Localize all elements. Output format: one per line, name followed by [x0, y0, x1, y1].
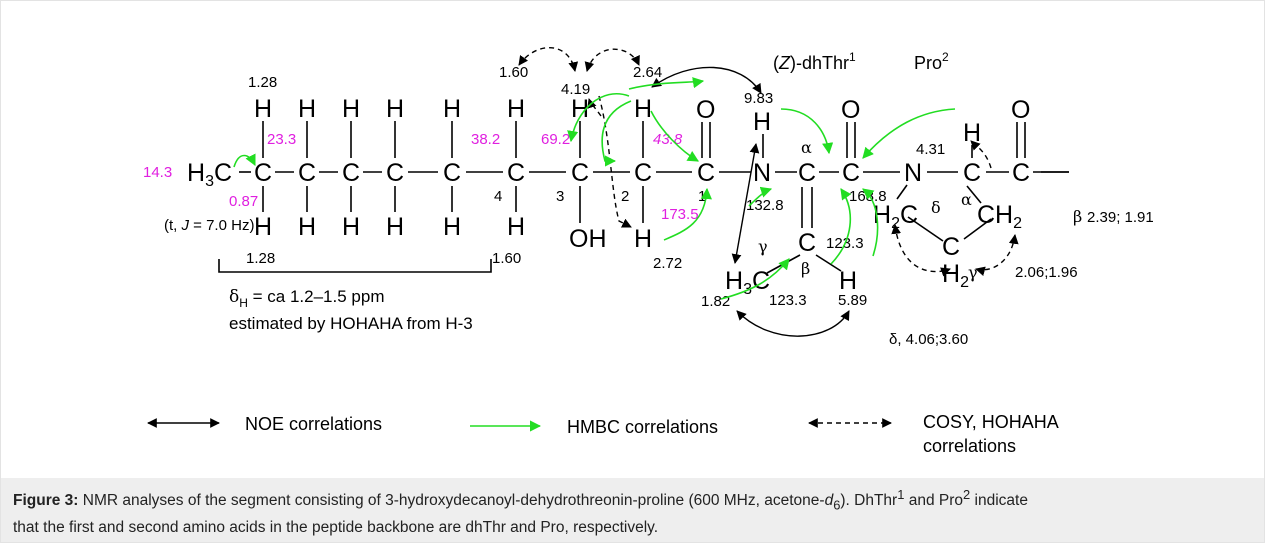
- svg-text:H: H: [342, 95, 360, 123]
- nmr-structure-diagram: H3C C C C C C C C C C N C C N C C H H H …: [143, 47, 1154, 456]
- pro-gamma-shifts: 2.06;1.96: [1015, 264, 1078, 281]
- hmbc-arrows: [233, 77, 956, 300]
- svg-text:C: C: [798, 159, 816, 187]
- svg-text:H3C: H3C: [187, 159, 232, 190]
- svg-text:C: C: [298, 159, 316, 187]
- cosy-legend-label-2: correlations: [923, 436, 1016, 456]
- pro-beta-shifts: 2.39; 1.91: [1087, 209, 1154, 226]
- figure-label: Figure 3:: [13, 492, 79, 510]
- caption-panel: Figure 3: NMR analyses of the segment co…: [0, 478, 1265, 543]
- pro-alpha-label: α: [961, 190, 972, 209]
- svg-text:C: C: [443, 159, 461, 187]
- legend: NOE correlations HMBC correlations COSY,…: [147, 412, 1059, 456]
- c4-shift: 69.2: [541, 131, 570, 148]
- svg-text:C: C: [697, 159, 715, 187]
- hohaha-note: estimated by HOHAHA from H-3: [229, 314, 473, 333]
- c5-shift: 38.2: [471, 131, 500, 148]
- h3-shift: 4.19: [561, 81, 590, 98]
- svg-text:O: O: [696, 96, 715, 124]
- delta-h-range: δH = ca 1.2–1.5 ppm: [229, 287, 385, 310]
- svg-text:H: H: [634, 225, 652, 253]
- svg-text:H2: H2: [942, 260, 969, 291]
- svg-text:N: N: [904, 159, 922, 187]
- svg-text:H: H: [443, 213, 461, 241]
- cosy-arrows: [518, 47, 1019, 277]
- chemical-bonds: [239, 121, 1069, 274]
- svg-text:H: H: [507, 213, 525, 241]
- noe-legend-label: NOE correlations: [245, 414, 382, 434]
- svg-text:O: O: [1011, 96, 1030, 124]
- dhthr-alpha-label: α: [801, 138, 812, 157]
- position-4: 4: [494, 188, 502, 205]
- atoms: H3C C C C C C C C C C N C C N C C H H H …: [187, 95, 1030, 298]
- dhthr-calpha-shift: 132.8: [746, 197, 784, 214]
- svg-text:C: C: [942, 233, 960, 261]
- svg-text:H: H: [753, 108, 771, 136]
- svg-text:H: H: [571, 95, 589, 123]
- pro-label: Pro2: [914, 50, 949, 73]
- h2a-shift: 2.64: [633, 64, 662, 81]
- svg-text:H: H: [254, 213, 272, 241]
- svg-text:C: C: [254, 159, 272, 187]
- c4-h-shift: 1.60: [499, 64, 528, 81]
- h2b-shift: 2.72: [653, 255, 682, 272]
- svg-text:C: C: [634, 159, 652, 187]
- svg-text:C: C: [342, 159, 360, 187]
- svg-text:H: H: [342, 213, 360, 241]
- cosy-legend-label-1: COSY, HOHAHA: [923, 412, 1059, 432]
- pro-h-alpha-shift: 4.31: [916, 141, 945, 158]
- svg-text:C: C: [571, 159, 589, 187]
- nh-shift: 9.83: [744, 90, 773, 107]
- svg-text:C: C: [507, 159, 525, 187]
- noe-arrows: [651, 66, 850, 337]
- h-bottom-right-shift: 1.60: [492, 250, 521, 267]
- svg-text:H: H: [443, 95, 461, 123]
- svg-text:H: H: [298, 95, 316, 123]
- h10-top-shift: 1.28: [248, 74, 277, 91]
- h10-shift: 0.87: [229, 193, 258, 210]
- dhthr-cbeta-shift: 123.3: [769, 292, 807, 309]
- c9-shift: 23.3: [267, 131, 296, 148]
- position-2: 2: [621, 188, 629, 205]
- dhthr-label: (Z)-dhThr1: [773, 50, 856, 73]
- svg-text:C: C: [842, 159, 860, 187]
- hmbc-legend-label: HMBC correlations: [567, 417, 718, 437]
- h10-coupling: (t, J = 7.0 Hz): [164, 217, 254, 234]
- methylene-bracket: [218, 259, 492, 273]
- svg-text:H: H: [254, 95, 272, 123]
- svg-text:OH: OH: [569, 225, 607, 253]
- svg-text:C: C: [798, 229, 816, 257]
- figure-panel: H3C C C C C C C C C C N C C N C C H H H …: [0, 0, 1265, 479]
- svg-text:N: N: [753, 159, 771, 187]
- pro-gamma-label: γ: [968, 263, 978, 282]
- svg-text:C: C: [963, 159, 981, 187]
- svg-text:CH2: CH2: [977, 201, 1022, 232]
- svg-text:H: H: [634, 95, 652, 123]
- c10-shift: 14.3: [143, 164, 172, 181]
- dhthr-gamma-label: γ: [758, 237, 768, 256]
- pro-beta-label: β: [1073, 207, 1082, 226]
- position-3: 3: [556, 188, 564, 205]
- pro-delta-shifts: δ, 4.06;3.60: [889, 331, 968, 348]
- figure-caption: Figure 3: NMR analyses of the segment co…: [13, 487, 1028, 537]
- svg-text:H: H: [298, 213, 316, 241]
- svg-text:O: O: [841, 96, 860, 124]
- svg-text:H: H: [963, 119, 981, 147]
- h-beta-shift: 5.89: [838, 292, 867, 309]
- pro-co-shift: 168.8: [849, 188, 887, 205]
- dhthr-beta-label: β: [801, 259, 810, 278]
- c1-shift: 173.5: [661, 206, 699, 223]
- h-bottom-left-shift: 1.28: [246, 250, 275, 267]
- svg-text:C: C: [1012, 159, 1030, 187]
- svg-text:H: H: [386, 213, 404, 241]
- svg-text:H: H: [386, 95, 404, 123]
- pro-delta-label: δ: [931, 198, 941, 217]
- ch3-shift: 1.82: [701, 293, 730, 310]
- svg-text:H: H: [507, 95, 525, 123]
- svg-text:C: C: [386, 159, 404, 187]
- svg-text:H: H: [839, 267, 857, 295]
